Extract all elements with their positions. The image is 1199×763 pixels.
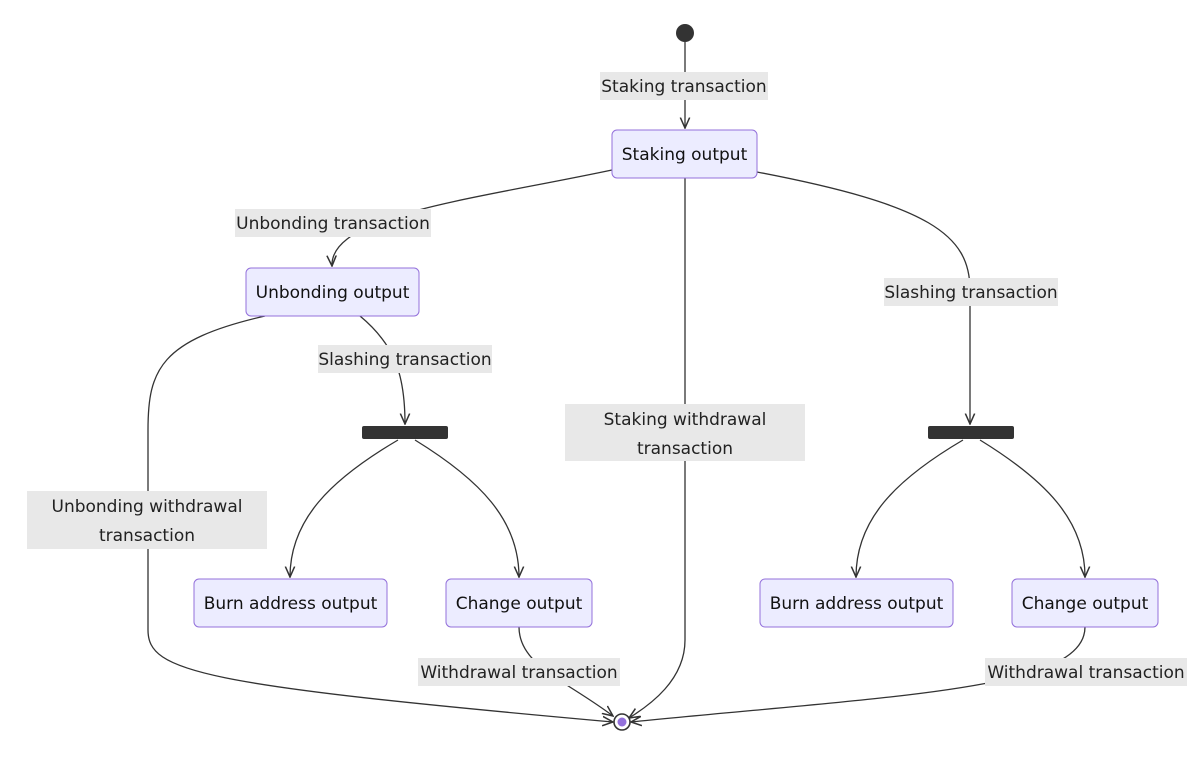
edge-label-text-line2: transaction [99,526,195,546]
edge-label-withdrawal-transaction-right: Withdrawal transaction [985,658,1187,686]
edge-label-unbonding-withdrawal-transaction: Unbonding withdrawal transaction [27,491,267,549]
node-staking-output: Staking output [611,129,758,179]
node-label: Change output [456,594,583,614]
node-burn-address-output-right: Burn address output [759,578,954,628]
edge-label-text-line2: transaction [637,439,733,459]
node-unbonding-output: Unbonding output [245,267,420,317]
edge-staking-to-fork-right [756,171,970,424]
edge-fork-left-to-burn [290,439,399,577]
node-burn-address-output-left: Burn address output [193,578,388,628]
fork-bar-left [362,426,448,439]
node-label: Burn address output [204,594,378,614]
edge-label-staking-withdrawal-transaction: Staking withdrawal transaction [565,404,805,461]
fork-bar-right [928,426,1014,439]
edge-fork-right-to-change [979,439,1085,577]
edge-unbonding-to-end [147,315,613,722]
node-change-output-left: Change output [445,578,593,628]
edge-fork-left-to-change [414,439,519,577]
node-label: Staking output [622,145,748,165]
edge-label-text: Unbonding transaction [236,214,430,234]
node-change-output-right: Change output [1011,578,1159,628]
edge-staking-to-end [629,178,686,718]
edge-fork-right-to-burn [856,439,964,577]
edge-label-text-line1: Unbonding withdrawal [52,497,243,517]
edge-label-unbonding-transaction: Unbonding transaction [235,209,431,237]
node-label: Burn address output [770,594,944,614]
edge-label-text: Withdrawal transaction [420,663,617,683]
edge-change-right-to-end [631,626,1086,722]
end-state [613,713,631,731]
edge-label-text: Staking transaction [601,77,766,97]
edge-label-text: Withdrawal transaction [987,663,1184,683]
node-label: Change output [1022,594,1149,614]
edge-label-withdrawal-transaction-left: Withdrawal transaction [418,658,620,686]
node-label: Unbonding output [256,283,410,303]
edge-label-slashing-transaction-left: Slashing transaction [318,345,492,373]
edge-label-staking-transaction: Staking transaction [600,72,768,100]
start-state [676,24,694,42]
edge-label-text-line1: Staking withdrawal [604,410,767,430]
edge-label-text: Slashing transaction [318,350,491,370]
edge-label-slashing-transaction-right: Slashing transaction [884,278,1058,306]
edge-label-text: Slashing transaction [884,283,1057,303]
